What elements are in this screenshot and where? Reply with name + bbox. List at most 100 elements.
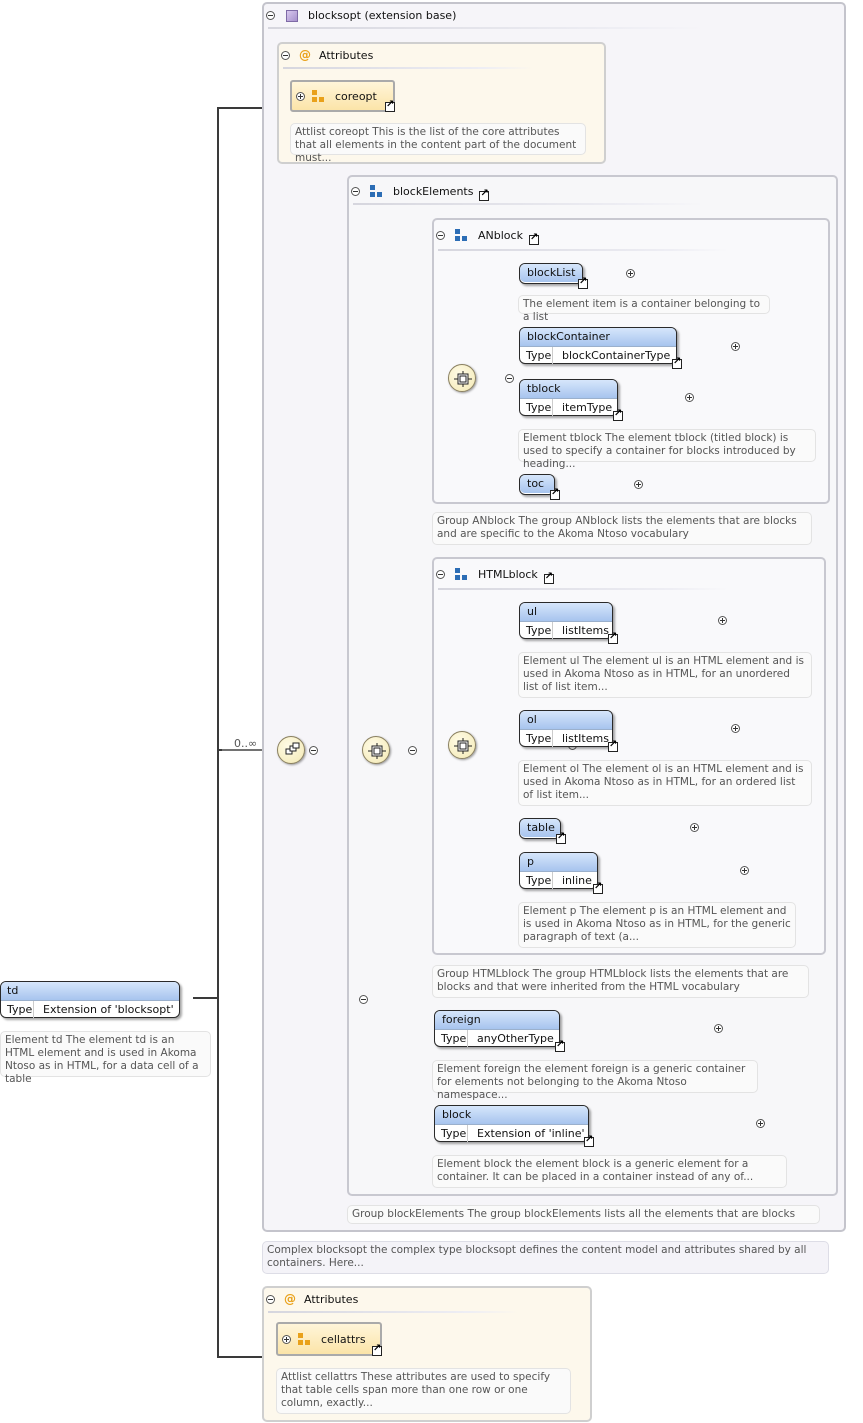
- collapse-toggle-icon[interactable]: [281, 50, 290, 60]
- expand-toggle-icon[interactable]: [296, 91, 305, 101]
- type-value: blockContainerType: [562, 349, 671, 362]
- collapse-toggle-icon[interactable]: [351, 186, 360, 196]
- ul-doc: Element ul The element ul is an HTML ele…: [518, 652, 812, 698]
- attribute-group-icon: [312, 90, 324, 102]
- choice-toggle-icon[interactable]: [407, 746, 417, 755]
- HTMLblock-title: HTMLblock: [478, 567, 538, 581]
- anblock-sequence-toggle-icon[interactable]: [505, 374, 514, 383]
- type-label: Type: [435, 1125, 468, 1142]
- type-label: Type: [520, 399, 553, 416]
- foreign-name: foreign: [435, 1011, 559, 1030]
- go-to-definition-icon[interactable]: [528, 232, 539, 245]
- go-to-definition-icon[interactable]: [479, 188, 490, 201]
- go-to-definition-icon[interactable]: [550, 487, 560, 500]
- attributes-header-top: @ Attributes: [281, 48, 373, 62]
- expand-toggle-icon[interactable]: [634, 480, 643, 489]
- go-to-definition-icon[interactable]: [578, 276, 588, 289]
- go-to-definition-icon[interactable]: [613, 408, 623, 421]
- expand-toggle-icon[interactable]: [755, 1119, 765, 1128]
- tblock-doc: Element tblock The element tblock (title…: [518, 429, 816, 470]
- blockElements-title: blockElements: [393, 184, 474, 198]
- sequence-symbol-icon: [285, 742, 300, 755]
- foreign-doc: Element foreign the element foreign is a…: [432, 1060, 758, 1101]
- td-name: td: [1, 982, 179, 1001]
- go-to-definition-icon[interactable]: [593, 881, 603, 894]
- expand-toggle-icon[interactable]: [731, 342, 740, 351]
- blockContainer-name: blockContainer: [520, 328, 676, 347]
- expand-toggle-icon[interactable]: [718, 616, 727, 625]
- sequence-toggle-icon[interactable]: [309, 746, 318, 755]
- table-name: table: [520, 819, 560, 837]
- sequence-compositor[interactable]: [277, 736, 305, 764]
- go-to-definition-icon[interactable]: [608, 631, 618, 644]
- attributes-title-top: Attributes: [319, 48, 374, 62]
- ol-name: ol: [520, 711, 612, 730]
- td-collapse-toggle-icon[interactable]: [359, 995, 368, 1004]
- type-label: Type: [520, 347, 553, 364]
- extension-title: blocksopt (extension base): [308, 9, 457, 22]
- expand-toggle-icon[interactable]: [730, 724, 740, 733]
- go-to-definition-icon[interactable]: [555, 1039, 565, 1052]
- HTMLblock-doc: Group HTMLblock The group HTMLblock list…: [432, 965, 809, 998]
- type-label: Type: [520, 872, 553, 889]
- element-toc[interactable]: toc: [519, 474, 560, 500]
- block-doc: Element block the element block is a gen…: [432, 1155, 787, 1188]
- toc-name: toc: [520, 475, 554, 493]
- ANblock-header[interactable]: ANblock: [436, 225, 539, 245]
- attribute-group-coreopt[interactable]: coreopt: [290, 80, 395, 112]
- ANblock-doc: Group ANblock The group ANblock lists th…: [432, 512, 812, 545]
- go-to-definition-icon[interactable]: [608, 739, 618, 752]
- expand-toggle-icon[interactable]: [739, 866, 749, 875]
- expand-toggle-icon[interactable]: [282, 1334, 291, 1344]
- element-blockList[interactable]: blockList: [519, 263, 588, 289]
- blockList-doc: The element item is a container belongin…: [518, 295, 770, 323]
- type-value: listItems: [562, 732, 609, 745]
- HTMLblock-frame: [432, 557, 826, 955]
- attribute-group-cellattrs[interactable]: cellattrs: [276, 1322, 382, 1356]
- element-table[interactable]: table: [519, 818, 566, 844]
- expand-toggle-icon[interactable]: [684, 393, 694, 402]
- go-to-definition-icon[interactable]: [543, 571, 554, 584]
- element-block[interactable]: block Type Extension of 'inline': [434, 1105, 594, 1147]
- element-blockContainer[interactable]: blockContainer Type blockContainerType: [519, 327, 682, 369]
- anblock-sequence-compositor[interactable]: [448, 364, 476, 392]
- collapse-toggle-icon[interactable]: [436, 569, 445, 579]
- go-to-definition-icon[interactable]: [556, 831, 566, 844]
- collapse-toggle-icon[interactable]: [436, 230, 445, 240]
- type-label: Type: [1, 1001, 34, 1018]
- type-value: Extension of 'inline': [477, 1127, 585, 1140]
- expand-toggle-icon[interactable]: [714, 1024, 723, 1033]
- blockList-name: blockList: [520, 264, 582, 282]
- collapse-toggle-icon[interactable]: [266, 1294, 275, 1304]
- group-icon: [370, 185, 382, 197]
- blocksopt-doc: Complex blocksopt the complex type block…: [262, 1241, 829, 1274]
- collapse-toggle-icon[interactable]: [266, 11, 275, 20]
- coreopt-doc: Attlist coreopt This is the list of the …: [290, 123, 586, 164]
- expand-toggle-icon[interactable]: [625, 269, 635, 278]
- choice-symbol-icon: [454, 738, 472, 754]
- tblock-name: tblock: [520, 380, 617, 399]
- block-name: block: [435, 1106, 588, 1125]
- attribute-at-icon: @: [299, 48, 311, 62]
- choice-compositor[interactable]: [362, 736, 390, 764]
- go-to-definition-icon[interactable]: [672, 356, 682, 369]
- expand-toggle-icon[interactable]: [690, 823, 699, 832]
- HTMLblock-header[interactable]: HTMLblock: [436, 564, 554, 584]
- go-to-definition-icon[interactable]: [372, 1343, 382, 1356]
- attribute-at-icon: @: [284, 1292, 296, 1306]
- cellattrs-doc: Attlist cellattrs These attributes are u…: [276, 1368, 571, 1414]
- td-doc: Element td The element td is an HTML ele…: [0, 1031, 211, 1085]
- type-label: Type: [435, 1030, 468, 1047]
- go-to-definition-icon[interactable]: [385, 99, 395, 112]
- type-value: listItems: [562, 624, 609, 637]
- attributes-header-bottom: @ Attributes: [266, 1292, 358, 1306]
- blockElements-header[interactable]: blockElements: [351, 181, 490, 201]
- htmlblock-choice-compositor[interactable]: [448, 731, 476, 759]
- go-to-definition-icon[interactable]: [584, 1134, 594, 1147]
